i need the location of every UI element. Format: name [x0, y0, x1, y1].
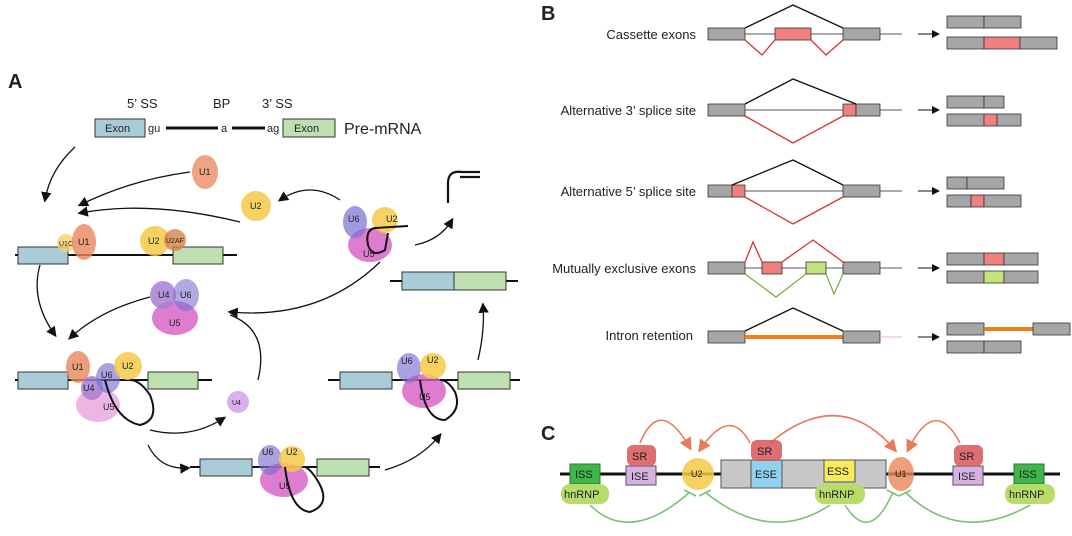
u1-free-label: U1: [199, 167, 211, 177]
sr-right-label: SR: [959, 451, 974, 463]
spliced-mrna: [390, 271, 518, 291]
post-splicing-complex: U6 U2 U5: [343, 206, 409, 262]
u4-tri-label: U4: [158, 290, 170, 300]
u2-snrnp-free: [241, 191, 271, 221]
splicing-row-cassette: Cassette exons: [606, 4, 1058, 56]
pathway-arrows-a: [36, 146, 489, 474]
panel-c-label: C: [541, 423, 555, 445]
u4-released-label: U4: [232, 400, 241, 407]
u2-b-label: U2: [122, 361, 134, 371]
u2-c-label: U2: [427, 355, 439, 365]
splicing-row-alt3: Alternative 3’ splice site: [561, 78, 1022, 144]
splicing-row-mutex: Mutually exclusive exons: [552, 239, 1039, 298]
ese-label: ESE: [755, 469, 777, 481]
u6-bact-label: U6: [262, 447, 274, 457]
exon-label-left: Exon: [105, 123, 130, 135]
panel-a-label: A: [8, 71, 22, 93]
u1c-label: U1C: [59, 241, 73, 248]
sr-mid-label: SR: [757, 446, 772, 458]
ag-label: ag: [267, 123, 279, 135]
u5-c-label: U5: [419, 392, 431, 402]
u4-b-label: U4: [83, 383, 95, 393]
u1-bound-label: U1: [78, 237, 90, 247]
u2-free-label: U2: [250, 201, 262, 211]
row-label-mutex: Mutually exclusive exons: [552, 261, 696, 276]
e-complex: U1C U1 U2 U2AF: [15, 224, 237, 265]
u2-post-label: U2: [386, 214, 398, 224]
sr-left-label: SR: [632, 451, 647, 463]
bp-label: BP: [213, 96, 230, 111]
u6-b-label: U6: [101, 370, 113, 380]
u1-b-label: U1: [72, 362, 84, 372]
u6-post-label: U6: [348, 214, 360, 224]
u2-c-panel-label: U2: [691, 469, 703, 479]
iss-left-label: ISS: [575, 469, 593, 481]
bact-complex: U6 U2 U5: [190, 445, 380, 514]
row-label-intron-retention: Intron retention: [606, 328, 693, 343]
exon-box-right: [282, 118, 336, 138]
b-complex: U1 U4 U6 U2 U5: [15, 351, 212, 427]
gu-label: gu: [148, 123, 160, 135]
hnrnp-mid-label: hnRNP: [819, 489, 854, 501]
premrna-diagram: 5’ SS BP 3’ SS Exon gu a ag Exon Pre-mRN…: [94, 96, 422, 138]
exon-box-left: [94, 118, 146, 138]
u2af-label: U2AF: [166, 238, 184, 245]
regulatory-elements: ESE ESS ISS hnRNP ISE SR U2 SR hnRNP U1 …: [560, 414, 1060, 523]
u1-c-panel-label: U1: [895, 469, 907, 479]
u5-post-label: U5: [363, 249, 375, 259]
hnrnp-left-label: hnRNP: [564, 489, 599, 501]
exon-label-right: Exon: [294, 123, 319, 135]
splicing-row-alt5: Alternative 5’ splice site: [561, 159, 1022, 225]
iss-right-label: ISS: [1019, 469, 1037, 481]
premrna-label: Pre-mRNA: [344, 121, 422, 138]
hnrnp-right-label: hnRNP: [1009, 489, 1044, 501]
ise-left-label: ISE: [631, 471, 649, 483]
row-label-alt5: Alternative 5’ splice site: [561, 184, 696, 199]
row-label-cassette: Cassette exons: [606, 27, 696, 42]
u2-bact-label: U2: [286, 447, 298, 457]
u5-b-label: U5: [103, 402, 115, 412]
u4-released: [227, 391, 249, 413]
u5-tri-label: U5: [169, 318, 181, 328]
splicing-row-intron-retention: Intron retention: [606, 307, 1071, 354]
lariat-intron: [446, 170, 480, 203]
u1-snrnp-free: [192, 155, 218, 189]
row-label-alt3: Alternative 3’ splice site: [561, 103, 696, 118]
tri-snrnp: U4 U6 U5: [150, 279, 199, 335]
ess-label: ESS: [827, 466, 849, 478]
panel-b-label: B: [541, 3, 555, 25]
branch-a-label: a: [221, 123, 228, 135]
three-ss-label: 3’ SS: [262, 96, 293, 111]
u6-tri-label: U6: [180, 290, 192, 300]
u6-c-label: U6: [401, 356, 413, 366]
u2-bound-label: U2: [148, 236, 160, 246]
c-complex: U6 U2 U5: [328, 353, 520, 422]
u5-bact-label: U5: [279, 481, 291, 491]
ise-right-label: ISE: [958, 471, 976, 483]
five-ss-label: 5’ SS: [127, 96, 158, 111]
